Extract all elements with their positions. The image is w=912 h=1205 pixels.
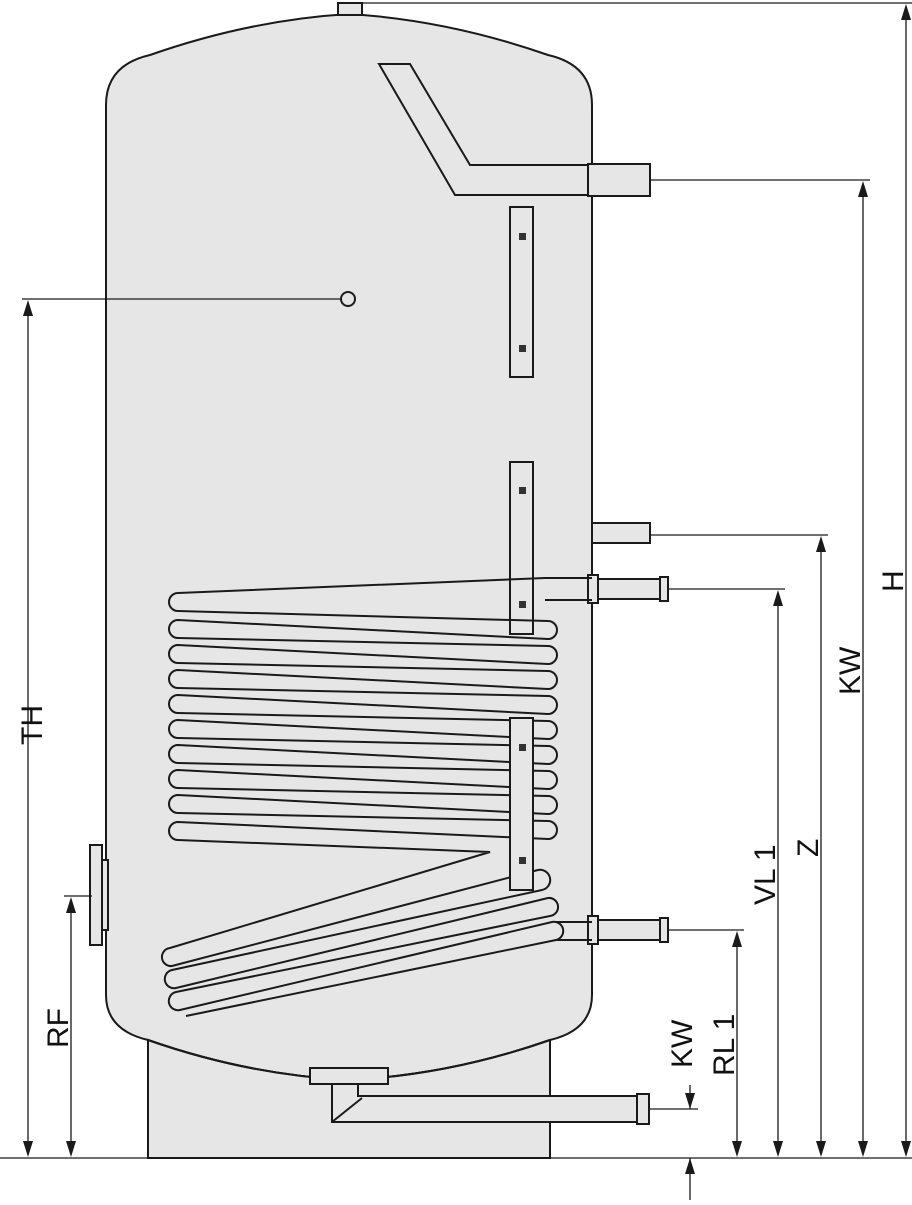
dimension-rf: [64, 895, 92, 1157]
label-rf: RF: [42, 1008, 75, 1048]
inspection-flange: [89, 844, 103, 946]
top-nozzle: [337, 2, 363, 16]
dimension-th: [22, 298, 340, 1157]
dimension-kw-bottom: [650, 1085, 698, 1200]
heating-coil: [161, 577, 565, 1017]
circulation-nozzle: [591, 522, 651, 544]
dimension-vl1: [668, 588, 785, 1157]
label-z: Z: [792, 839, 825, 857]
label-kw-right: KW: [834, 646, 867, 695]
label-kw-bottom: KW: [666, 1019, 699, 1068]
sensor-sleeve-upper: [509, 206, 534, 378]
dimension-z: [650, 534, 828, 1157]
label-h: H: [877, 570, 910, 592]
sensor-sleeve-middle: [509, 461, 534, 635]
bottom-inlet-cap: [309, 1067, 389, 1085]
label-th: TH: [16, 705, 49, 745]
sensor-sleeve-lower: [509, 717, 534, 891]
coil-flow-connection: [587, 574, 599, 604]
hot-water-outlet-stub: [587, 163, 651, 197]
dimension-h: [362, 2, 912, 1157]
dimension-kw-right: [650, 179, 870, 1157]
label-rl1: RL 1: [708, 1014, 741, 1076]
label-vl1: VL 1: [749, 844, 782, 905]
thermometer-port: [340, 291, 356, 307]
dimension-rl1: [668, 929, 744, 1157]
